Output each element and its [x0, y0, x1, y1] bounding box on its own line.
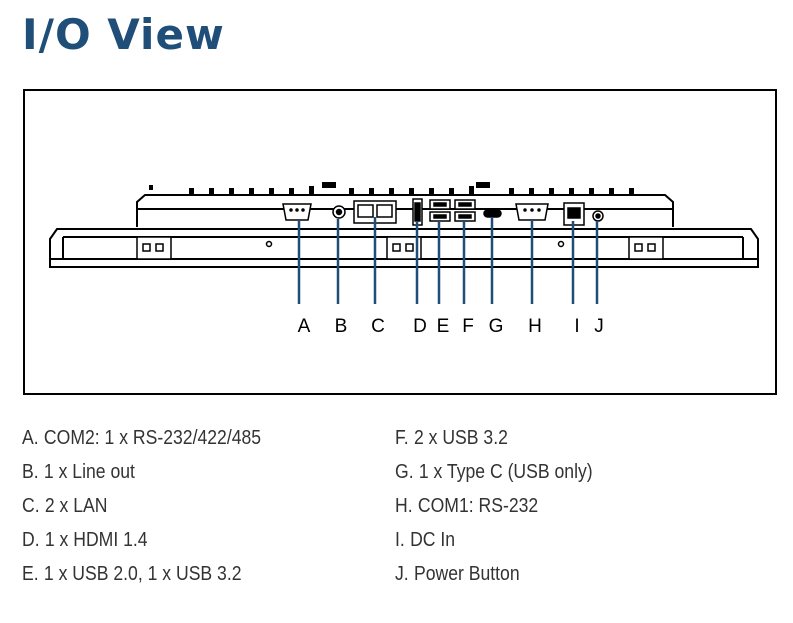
legend-item-b: B.1 x Line out — [22, 462, 261, 496]
legend-item-d: D.1 x HDMI 1.4 — [22, 530, 261, 564]
legend-item-c: C.2 x LAN — [22, 496, 261, 530]
page-title: I/O View — [22, 10, 225, 59]
callout-label-i: I — [574, 316, 579, 337]
legend-left-column: A.COM2: 1 x RS-232/422/485 B.1 x Line ou… — [22, 428, 294, 598]
callout-label-d: D — [413, 316, 427, 337]
callout-label-h: H — [528, 316, 542, 337]
legend-letter: G. — [395, 461, 414, 483]
legend-item-h: H.COM1: RS-232 — [395, 496, 593, 530]
legend-text: Power Button — [413, 563, 520, 585]
legend-item-g: G.1 x Type C (USB only) — [395, 462, 593, 496]
legend-item-a: A.COM2: 1 x RS-232/422/485 — [22, 428, 261, 462]
legend-letter: J. — [395, 563, 409, 585]
callout-lines — [297, 217, 599, 304]
legend-item-j: J.Power Button — [395, 564, 593, 598]
legend-letter: I. — [395, 529, 405, 551]
legend-letter: B. — [22, 461, 39, 483]
legend-letter: F. — [395, 427, 409, 449]
legend-text: COM1: RS-232 — [417, 495, 539, 517]
mounting-clips — [136, 236, 664, 260]
legend-item-i: I.DC In — [395, 530, 593, 564]
legend-text: COM2: 1 x RS-232/422/485 — [43, 427, 262, 449]
callout-label-f: F — [462, 316, 474, 337]
legend-text: 1 x USB 2.0, 1 x USB 3.2 — [43, 563, 242, 585]
callout-label-e: E — [437, 316, 450, 337]
legend-text: 2 x LAN — [44, 495, 108, 517]
callout-label-a: A — [298, 316, 311, 337]
callout-label-g: G — [489, 316, 504, 337]
legend-text: 1 x Type C (USB only) — [418, 461, 593, 483]
legend-text: 1 x Line out — [43, 461, 135, 483]
legend-letter: E. — [22, 563, 39, 585]
callout-label-j: J — [594, 316, 604, 337]
io-ports — [282, 198, 604, 226]
legend-item-e: E.1 x USB 2.0, 1 x USB 3.2 — [22, 564, 261, 598]
callout-label-b: B — [335, 316, 348, 337]
upper-housing — [136, 194, 674, 227]
io-diagram: A B C D E F G H I J — [23, 89, 777, 395]
legend-text: 1 x HDMI 1.4 — [44, 529, 148, 551]
legend-text: DC In — [410, 529, 456, 551]
screws — [265, 240, 565, 248]
legend-letter: A. — [22, 427, 39, 449]
legend-letter: H. — [395, 495, 413, 517]
legend-letter: C. — [22, 495, 40, 517]
legend-right-column: F.2 x USB 3.2 G.1 x Type C (USB only) H.… — [395, 428, 620, 598]
legend-item-f: F.2 x USB 3.2 — [395, 428, 593, 462]
device-drawing: A B C D E F G H I J — [49, 182, 759, 337]
callout-label-c: C — [371, 316, 385, 337]
legend-letter: D. — [22, 529, 40, 551]
heatsink-fins — [149, 182, 634, 196]
legend-text: 2 x USB 3.2 — [413, 427, 508, 449]
